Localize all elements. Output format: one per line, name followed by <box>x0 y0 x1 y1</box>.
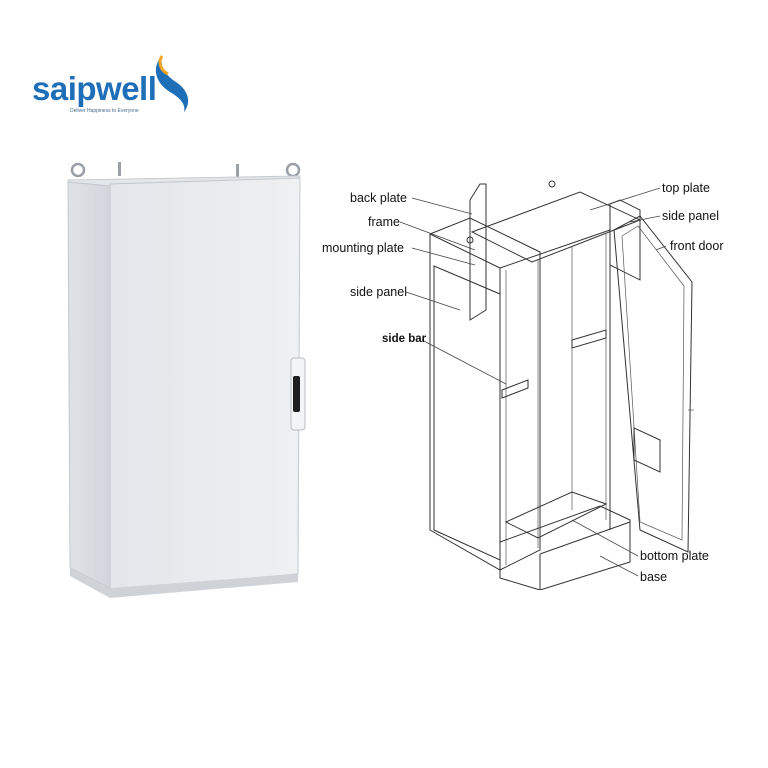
label-bottom-plate: bottom plate <box>640 549 709 563</box>
label-mounting-plate: mounting plate <box>322 241 404 255</box>
label-side-panel-right: side panel <box>662 209 719 223</box>
brand-tagline: Deliver Happiness to Everyone <box>70 108 139 114</box>
cabinet-photo <box>67 162 306 598</box>
door-handle <box>290 357 306 431</box>
label-front-door: front door <box>670 239 724 253</box>
exploded-diagram: back plate frame mounting plate side pan… <box>322 180 724 590</box>
label-back-plate: back plate <box>350 191 407 205</box>
label-side-panel-left: side panel <box>350 285 407 299</box>
label-top-plate: top plate <box>662 181 710 195</box>
wing-swoosh-icon <box>155 55 189 112</box>
lifting-eye-icon <box>70 162 301 178</box>
leader-lines <box>399 187 667 577</box>
label-side-bar: side bar <box>382 333 427 345</box>
label-base: base <box>640 570 667 584</box>
saipwell-logo: saipwell Deliver Happiness to Everyone <box>30 52 200 122</box>
cabinet-drawing <box>429 180 694 590</box>
brand-name: saipwell <box>32 70 157 107</box>
label-frame: frame <box>368 215 400 229</box>
